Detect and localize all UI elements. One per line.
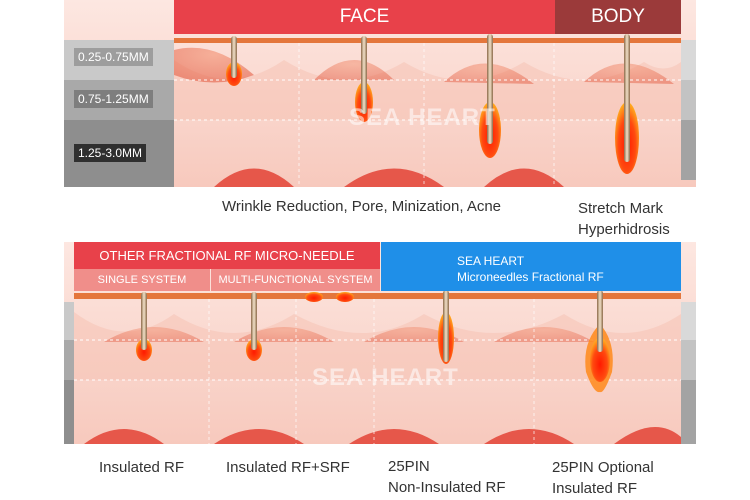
caption-25pin-line1: 25PIN xyxy=(388,458,430,475)
caption-face: Wrinkle Reduction, Pore, Minization, Acn… xyxy=(222,198,502,215)
top-watermark: SEA HEART xyxy=(349,104,496,131)
sea-heart-title: SEA HEART xyxy=(457,254,525,268)
other-rf-header: OTHER FRACTIONAL RF MICRO-NEEDLE xyxy=(74,242,380,269)
needle-deep xyxy=(479,34,501,158)
needle-optional-insulated-rf xyxy=(585,290,613,393)
needle-medium xyxy=(355,36,373,122)
bottom-watermark: SEA HEART xyxy=(312,364,459,391)
multi-system-label: MULTI-FUNCTIONAL SYSTEM xyxy=(211,269,380,291)
needle-insulated-rf xyxy=(136,292,152,361)
depth-label-1: 0.25-0.75MM xyxy=(74,48,153,66)
depth-label-3: 1.25-3.0MM xyxy=(74,144,147,162)
needle-body xyxy=(615,34,639,174)
single-system-label: SINGLE SYSTEM xyxy=(74,269,210,291)
caption-insulated-rf-srf: Insulated RF+SRF xyxy=(226,459,350,476)
caption-insulated-rf: Insulated RF xyxy=(99,459,185,476)
bottom-skin-diagram: OTHER FRACTIONAL RF MICRO-NEEDLE SINGLE … xyxy=(64,242,696,444)
needle-non-insulated-rf xyxy=(438,290,454,364)
sea-heart-subtitle: Microneedles Fractional RF xyxy=(457,270,604,284)
caption-body-line2: Hyperhidrosis xyxy=(578,221,670,238)
face-header: FACE xyxy=(174,0,555,34)
body-header: BODY xyxy=(555,0,681,34)
top-skin-diagram: FACE BODY 0.25-0.75MM 0.75-1.25MM 1.25-3… xyxy=(64,0,696,187)
caption-optional-line2: Insulated RF xyxy=(552,480,638,497)
depth-label-2: 0.75-1.25MM xyxy=(74,90,153,108)
needle-insulated-rf-srf xyxy=(246,292,262,361)
caption-optional-line1: 25PIN Optional xyxy=(552,459,654,476)
caption-25pin-line2: Non-Insulated RF xyxy=(388,479,506,496)
surface-heat-1 xyxy=(305,292,323,302)
caption-body-line1: Stretch Mark xyxy=(578,200,664,217)
sea-heart-header: SEA HEART Microneedles Fractional RF xyxy=(381,242,681,291)
surface-heat-2 xyxy=(336,292,354,302)
needle-shallow xyxy=(226,36,242,86)
